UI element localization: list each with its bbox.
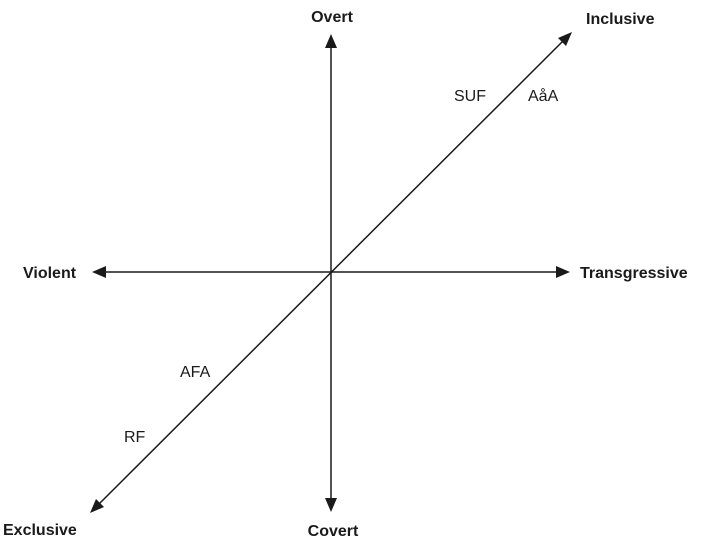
arrow-lower-left-icon [90,499,104,513]
axis-label-overt: Overt [311,9,353,26]
axis-label-inclusive: Inclusive [586,11,655,28]
arrow-up-icon [325,34,337,48]
arrow-right-icon [556,266,570,278]
point-label-aaa: AåA [528,87,559,105]
diagonal-axis [96,38,566,507]
axis-label-exclusive: Exclusive [3,522,77,539]
axis-label-transgressive: Transgressive [580,265,688,282]
arrow-upper-right-icon [558,32,572,46]
axis-label-violent: Violent [23,265,77,282]
point-label-suf: SUF [454,88,486,105]
point-label-afa: AFA [180,364,211,381]
point-label-rf: RF [124,429,146,446]
arrow-down-icon [325,498,337,512]
axis-label-covert: Covert [308,523,359,540]
arrow-left-icon [92,266,106,278]
